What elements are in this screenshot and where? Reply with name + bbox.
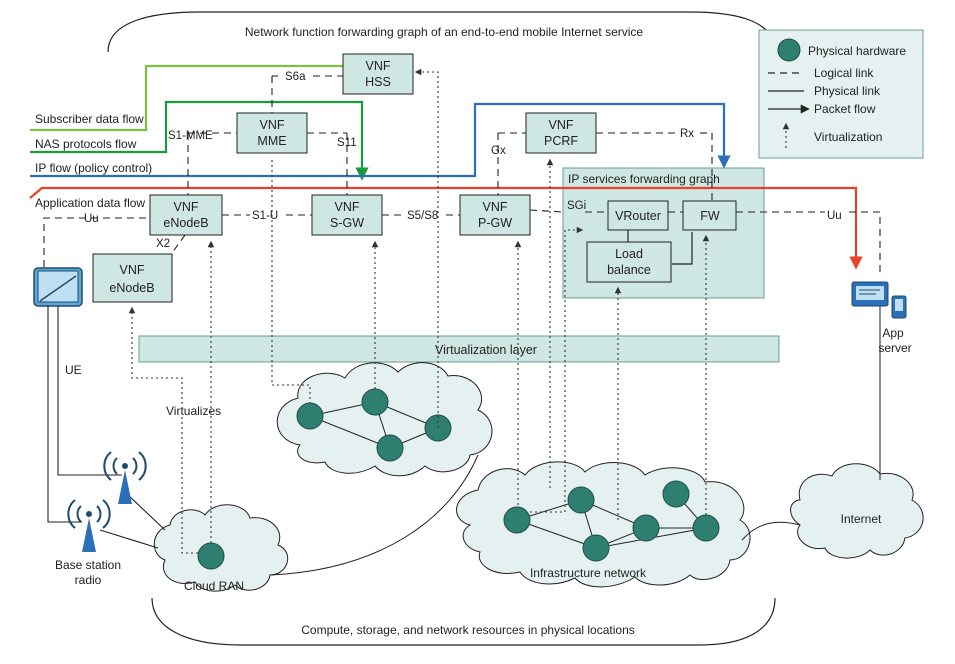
app-server-label-1: App [882, 326, 904, 340]
subscriber-flow-label: Subscriber data flow [35, 112, 144, 126]
load-balance-box[interactable]: Load balance [586, 241, 672, 283]
vnf-pcrf-line2: PCRF [544, 134, 578, 148]
bottom-title: Compute, storage, and network resources … [301, 623, 635, 637]
vnf-mme-line2: MME [257, 134, 286, 148]
iface-x2: X2 [156, 238, 170, 250]
base-station-label-1: Base station [55, 558, 121, 572]
app-server-icon[interactable] [851, 281, 907, 319]
iface-uu-left: Uu [84, 213, 99, 225]
legend-logical-label: Logical link [814, 66, 874, 80]
hardware-nodes [197, 388, 720, 570]
cloud-internet [790, 463, 924, 559]
subscriber-flow-line [30, 64, 343, 132]
iface-sgi: SGi [567, 200, 586, 212]
fw-label: FW [700, 209, 720, 223]
vnf-enodeb-2-line1: VNF [120, 263, 145, 277]
legend-hardware-label: Physical hardware [808, 44, 906, 58]
cloud-top-center [276, 362, 493, 477]
virtualizes-label: Virtualizes [166, 404, 221, 418]
vnf-sgw-line1: VNF [335, 200, 360, 214]
iface-uu-right: Uu [827, 210, 842, 222]
iface-rx: Rx [680, 128, 694, 140]
ue-device[interactable] [33, 267, 83, 307]
vnf-pgw-line2: P-GW [478, 216, 512, 230]
antenna-icon [103, 451, 147, 504]
vnf-sgw-line2: S-GW [330, 216, 364, 230]
vnf-enodeb-line2: eNodeB [163, 216, 208, 230]
nas-flow-label: NAS protocols flow [35, 137, 137, 151]
vnf-pcrf-box[interactable]: VNF PCRF [525, 112, 597, 154]
fw-box[interactable]: FW [682, 200, 737, 231]
vrouter-label: VRouter [615, 209, 661, 223]
iface-s5s8: S5/S8 [407, 210, 438, 222]
vnf-enodeb-2-line2: eNodeB [109, 281, 154, 295]
bottom-bracket-arc [151, 597, 776, 646]
app-flow-line [29, 186, 863, 270]
antenna-icon-2 [67, 499, 111, 552]
ip-flow-label: IP flow (policy control) [35, 161, 152, 175]
iface-s1u: S1-U [252, 210, 278, 222]
legend-hardware-swatch [777, 38, 801, 62]
logical-links [43, 75, 881, 276]
iface-s11: S11 [337, 137, 357, 149]
vrouter-box[interactable]: VRouter [607, 200, 669, 231]
cloud-ran-label: Cloud RAN [184, 579, 244, 593]
virtualization-layer-label: Virtualization layer [435, 343, 537, 357]
vnf-hss-line2: HSS [365, 75, 391, 89]
ip-flow-line [30, 102, 731, 178]
vnf-hss-line1: VNF [366, 59, 391, 73]
app-flow-label: Application data flow [35, 196, 145, 210]
top-bracket-arc [107, 11, 776, 53]
virtualization-layer [138, 335, 780, 363]
infrastructure-label: Infrastructure network [530, 566, 647, 580]
vnf-pcrf-line1: VNF [549, 118, 574, 132]
internet-label: Internet [841, 512, 882, 526]
ue-label: UE [65, 363, 82, 377]
physical-links-chain [627, 230, 693, 265]
vnf-sgw-box[interactable]: VNF S-GW [311, 194, 383, 236]
vnf-mme-line1: VNF [260, 118, 285, 132]
base-station-label-2: radio [75, 573, 102, 587]
virtualization-arrows [128, 68, 710, 554]
iface-s1mme: S1-MME [168, 130, 213, 142]
iface-gx: Gx [491, 145, 506, 157]
top-title: Network function forwarding graph of an … [245, 25, 644, 39]
legend-packet-label: Packet flow [814, 102, 876, 116]
vnf-pgw-line1: VNF [483, 200, 508, 214]
ip-services-panel-title: IP services forwarding graph [568, 172, 720, 186]
legend-physical-label: Physical link [814, 84, 881, 98]
vnf-pgw-box[interactable]: VNF P-GW [459, 194, 531, 236]
iface-s6a: S6a [285, 71, 306, 83]
vnf-mme-box[interactable]: VNF MME [236, 112, 308, 154]
load-balance-line1: Load [615, 247, 643, 261]
nas-flow-line [30, 100, 369, 181]
vnf-enodeb-2-box[interactable]: VNF eNodeB [92, 253, 173, 303]
vnf-enodeb-line1: VNF [174, 200, 199, 214]
legend: Physical hardware Logical link Physical … [758, 29, 924, 159]
app-server-label-2: server [878, 341, 911, 355]
load-balance-line2: balance [607, 263, 651, 277]
legend-virtualization-label: Virtualization [814, 130, 882, 144]
vnf-hss-box[interactable]: VNF HSS [342, 53, 414, 95]
vnf-enodeb-box[interactable]: VNF eNodeB [149, 194, 223, 236]
